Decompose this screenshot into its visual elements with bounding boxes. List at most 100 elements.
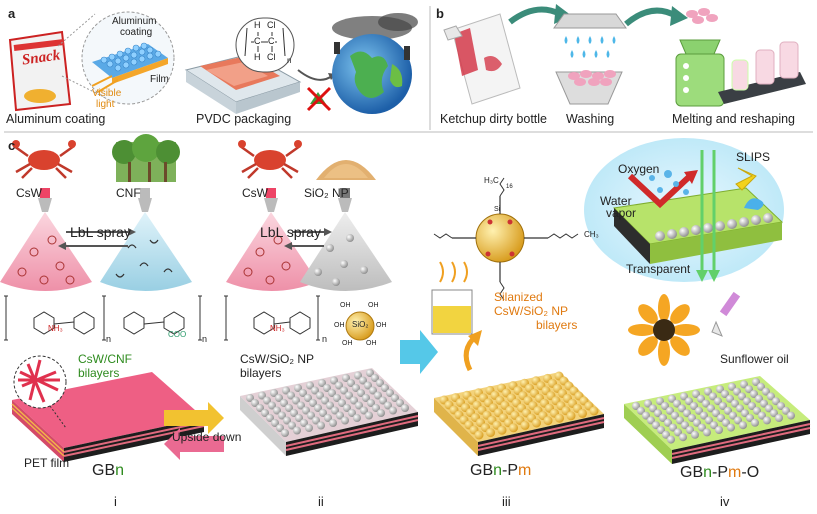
aluminum-coating-zoom [57, 11, 175, 105]
particle [674, 428, 682, 437]
particle [673, 399, 681, 408]
particle [331, 406, 339, 415]
panel-letter-a: a [8, 6, 16, 21]
particle [364, 381, 372, 390]
particle [654, 409, 662, 418]
sio2-center-label: SiO₂ [352, 320, 369, 329]
particle [379, 396, 387, 405]
pvdc-c2: C [268, 36, 275, 46]
particle [678, 404, 686, 413]
particle [777, 402, 785, 410]
aluminum-label-1: Aluminum [112, 16, 157, 27]
particle [341, 416, 349, 425]
particle [287, 391, 295, 400]
particle [715, 426, 723, 434]
panel-letter-b: b [436, 6, 444, 21]
water-vapor-label-2: vapor [606, 206, 637, 220]
particle [288, 421, 296, 430]
particle [657, 426, 665, 434]
arrow-to-melting [624, 7, 678, 27]
particle [293, 426, 301, 435]
visible-light-label-2: light [96, 99, 115, 110]
oxygen-deflect-arrow [627, 173, 693, 209]
particle [659, 414, 667, 422]
particle [782, 406, 790, 415]
particle [372, 404, 380, 412]
stage-label-iii: iii [502, 494, 511, 509]
particle [691, 430, 699, 439]
no-recycle-icon [306, 86, 332, 112]
particle [652, 421, 660, 430]
particle [787, 411, 795, 420]
particle [263, 396, 271, 405]
pvdc-c1: C [254, 36, 261, 46]
particle [509, 423, 518, 433]
gbnpmo-prefix: GB [680, 464, 704, 481]
silane-16-label: 16 [506, 184, 513, 190]
particle [348, 409, 356, 417]
particle [305, 424, 313, 432]
particle [302, 406, 310, 415]
particle [275, 394, 283, 402]
particle [772, 397, 780, 406]
particle [276, 424, 284, 432]
particle [697, 394, 705, 403]
particle [281, 429, 289, 437]
particle [311, 386, 319, 395]
arrow-to-silanize [400, 330, 438, 374]
particle [362, 394, 370, 402]
particle [396, 399, 404, 407]
particle [309, 399, 317, 407]
n-label-2: n [202, 334, 208, 344]
particle [758, 411, 766, 420]
particle [251, 399, 259, 407]
particle [721, 390, 729, 398]
particle [762, 387, 770, 396]
nh3-label-1: NH₃ [48, 324, 63, 333]
gbnpmo-n: n [703, 464, 713, 481]
particle [736, 404, 744, 413]
sample-gbn-pm: GBn-Pm [470, 462, 531, 480]
sunflower-oil-label: Sunflower oil [720, 352, 789, 366]
particle [365, 411, 373, 420]
particle [381, 384, 389, 392]
particle [338, 399, 346, 407]
particles-iii [439, 371, 599, 440]
particle [347, 379, 355, 387]
pvdc-cl1: Cl [267, 20, 276, 30]
particle [741, 409, 749, 418]
spray-cone-csw-1 [0, 212, 92, 291]
particle [738, 392, 746, 401]
particle [258, 391, 266, 400]
particle [246, 394, 254, 402]
particle [671, 411, 679, 420]
particle [775, 414, 783, 422]
particle [750, 390, 758, 398]
particle [316, 391, 324, 400]
silane-si-label: Si [494, 206, 501, 213]
particle [751, 418, 759, 427]
csw-sio2-bilayers-1: CsW/SiO₂ NP [240, 352, 314, 366]
particle [282, 386, 290, 395]
particle [690, 402, 698, 410]
pvdc-structure-bubble [235, 17, 295, 73]
particle [377, 409, 385, 417]
particle [728, 382, 736, 391]
particle [680, 392, 688, 401]
particle [401, 404, 409, 412]
particle [731, 399, 739, 408]
particle [336, 411, 344, 420]
particle [307, 411, 315, 420]
particle [681, 421, 689, 430]
cnf-label: CNF [116, 186, 141, 200]
particle [729, 411, 737, 420]
particle [342, 374, 350, 382]
slips-label: SLIPS [736, 150, 771, 164]
particle [367, 399, 375, 407]
particle [340, 386, 348, 395]
particle [328, 389, 336, 397]
csw-label-2: CsW [242, 186, 268, 200]
particle [329, 419, 337, 427]
particle [355, 401, 363, 410]
